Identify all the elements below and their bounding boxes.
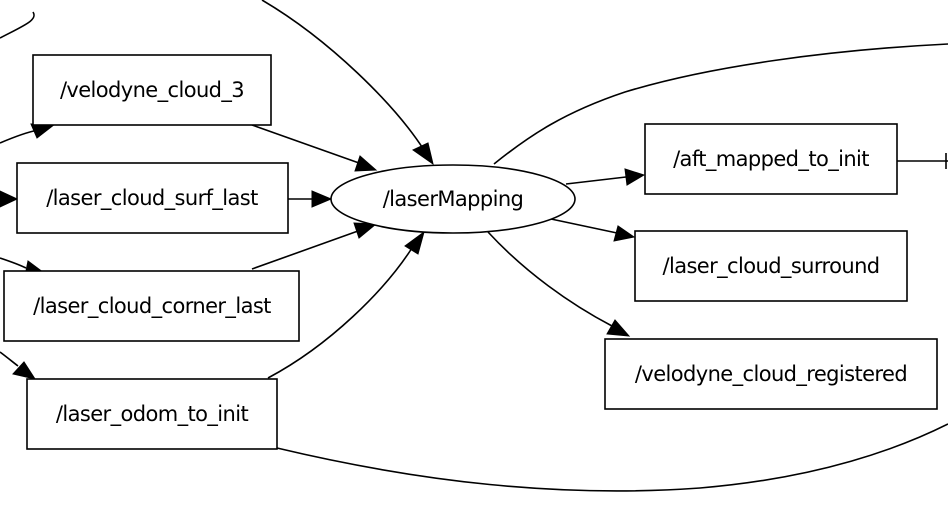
edge-lasermapping-to-laser-cloud-surround [550,218,618,234]
node-laser-cloud-corner-last[interactable]: /laser_cloud_corner_last [3,270,300,342]
arrowhead-into-laser-odom-to-init [12,361,37,380]
node-laser-odom-to-init-label: /laser_odom_to_init [56,402,249,427]
node-laser-cloud-surf-last-box [16,162,289,234]
arrowhead-velodyne-cloud-3-to-lasermapping [354,155,378,172]
edge-lasermapping-to-offscreen [493,43,948,165]
node-aft-mapped-to-init-box [644,123,898,195]
node-velodyne-cloud-3-box [32,54,272,126]
node-laser-odom-to-init[interactable]: /laser_odom_to_init [26,378,278,450]
arrowhead-into-velodyne-cloud-3 [30,123,57,139]
node-laser-cloud-surf-last[interactable]: /laser_cloud_surf_last [16,162,289,234]
arrowhead-into-laser-cloud-surf-last [0,190,19,208]
edge-laser-odom-to-init-to-offscreen [276,423,948,492]
node-velodyne-cloud-registered-box [604,338,938,410]
node-laser-odom-to-init-box [26,378,278,450]
node-velodyne-cloud-3-label: /velodyne_cloud_3 [60,78,244,103]
node-velodyne-cloud-3[interactable]: /velodyne_cloud_3 [32,54,272,126]
node-aft-mapped-to-init-label: /aft_mapped_to_init [673,147,869,172]
node-aft-mapped-to-init[interactable]: /aft_mapped_to_init [644,123,898,195]
edge-top-to-lasermapping [261,0,425,151]
node-laser-cloud-surround-label: /laser_cloud_surround [662,254,879,279]
node-lasermapping[interactable]: /laserMapping [330,164,576,234]
node-laser-cloud-corner-last-label: /laser_cloud_corner_last [33,294,271,319]
node-laser-cloud-surf-last-label: /laser_cloud_surf_last [46,186,258,211]
arrowhead-lasermapping-to-velodyne-cloud-registered [606,319,631,337]
edge-left-into-velodyne-cloud-3 [0,129,39,144]
edge-laser-cloud-corner-last-to-lasermapping [251,230,359,270]
arrowhead-laser-cloud-surf-last-to-lasermapping [311,190,333,208]
edge-laser-odom-to-init-to-lasermapping [267,247,413,379]
arrowhead-laser-odom-to-init-to-lasermapping [404,230,425,255]
node-laser-cloud-corner-last-box [3,270,300,342]
edge-left-top [0,11,35,39]
edge-left-into-laser-odom-to-init [0,351,19,367]
edge-lasermapping-to-aft-mapped-to-init [565,176,627,185]
node-lasermapping-label: /laserMapping [383,187,524,211]
nodes: /velodyne_cloud_3 /laser_cloud_surf_last… [3,54,938,450]
node-velodyne-cloud-registered-label: /velodyne_cloud_registered [635,362,907,387]
arrowhead-top-to-lasermapping [412,142,434,166]
arrowhead-laser-cloud-corner-last-to-lasermapping [353,222,378,239]
edge-left-into-laser-cloud-corner-last [0,257,27,269]
node-velodyne-cloud-registered[interactable]: /velodyne_cloud_registered [604,338,938,410]
node-laser-cloud-surround[interactable]: /laser_cloud_surround [634,230,908,302]
node-laser-cloud-surround-box [634,230,908,302]
node-lasermapping-ellipse [330,164,576,234]
arrowhead-lasermapping-to-aft-mapped-to-init [624,168,646,186]
edge-lasermapping-to-velodyne-cloud-registered [487,231,613,327]
edge-velodyne-cloud-3-to-lasermapping [251,124,360,164]
arrowhead-lasermapping-to-laser-cloud-surround [613,225,636,242]
